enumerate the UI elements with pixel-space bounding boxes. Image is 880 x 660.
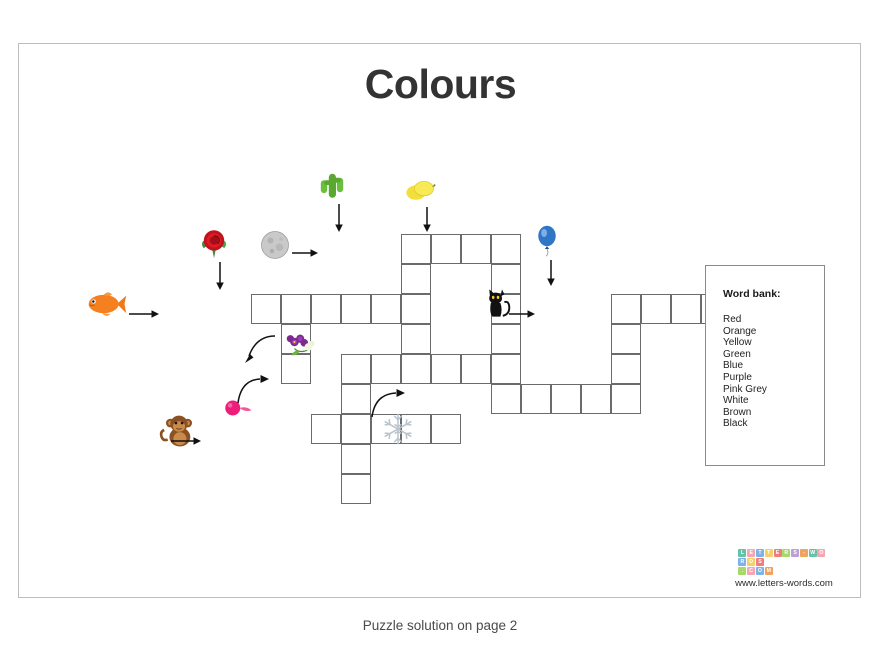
crossword-cell[interactable]	[371, 414, 401, 444]
word-bank-item: Blue	[723, 360, 744, 372]
crossword-cell[interactable]	[281, 354, 311, 384]
word-bank-item: Yellow	[723, 337, 752, 349]
crossword-cell[interactable]	[581, 384, 611, 414]
crossword-cell[interactable]	[401, 264, 431, 294]
goldfish-icon	[87, 284, 127, 324]
clue-arrow-down	[333, 204, 345, 232]
crossword-cell[interactable]	[371, 294, 401, 324]
crossword-cell[interactable]	[341, 444, 371, 474]
crossword-cell[interactable]	[611, 324, 641, 354]
crossword-cell[interactable]	[341, 354, 371, 384]
crossword-cell[interactable]	[431, 414, 461, 444]
logo-tile: S	[791, 549, 800, 558]
clue-arrow-curve-dl	[241, 334, 276, 364]
cat-icon	[482, 287, 514, 319]
crossword-cell[interactable]	[311, 294, 341, 324]
clue-arrow-down	[421, 207, 433, 232]
rose-icon	[197, 226, 231, 260]
footer-note: Puzzle solution on page 2	[362, 618, 518, 633]
crossword-cell[interactable]	[251, 294, 281, 324]
crossword-cell[interactable]	[341, 294, 371, 324]
crossword-cell[interactable]	[491, 234, 521, 264]
moon-icon	[260, 230, 290, 260]
crossword-cell[interactable]	[341, 474, 371, 504]
logo-tile: .	[738, 566, 747, 575]
crossword-cell[interactable]	[611, 384, 641, 414]
clue-arrow-right	[129, 307, 159, 319]
clue-arrow-right	[509, 307, 535, 319]
clue-arrow-down	[214, 262, 226, 290]
word-bank-heading: Word bank:	[723, 288, 781, 300]
logo-tile: R	[738, 558, 747, 567]
logo-tile: D	[747, 558, 756, 567]
word-bank-item: Brown	[723, 406, 752, 418]
clue-arrow-right	[292, 246, 318, 258]
logo-tile: C	[747, 566, 756, 575]
clue-arrow-curve-ur	[371, 388, 405, 418]
crossword-cell[interactable]	[341, 384, 371, 414]
logo-tile: S	[755, 558, 764, 567]
crossword-cell[interactable]	[401, 234, 431, 264]
crossword-cell[interactable]	[521, 384, 551, 414]
crossword-cell[interactable]	[641, 294, 671, 324]
logo-tile: E	[773, 549, 782, 558]
crossword-cell[interactable]	[491, 324, 521, 354]
word-bank-item: Black	[723, 418, 748, 430]
violet-icon	[283, 324, 319, 360]
word-bank-item: Purple	[723, 371, 752, 383]
logo-tile: -	[799, 549, 808, 558]
word-bank-item: Green	[723, 348, 751, 360]
logo-tile: W	[808, 549, 817, 558]
word-bank-item: Orange	[723, 325, 757, 337]
logo-url: www.letters-words.com	[735, 578, 833, 590]
crossword-cell[interactable]	[281, 294, 311, 324]
clue-arrow-right	[171, 434, 201, 446]
crossword-cell[interactable]	[341, 414, 371, 444]
crossword-cell[interactable]	[611, 294, 641, 324]
logo-tile: E	[747, 549, 756, 558]
logo-tile: R	[782, 549, 791, 558]
crossword-cell[interactable]	[401, 414, 431, 444]
balloon-icon	[531, 225, 563, 257]
crossword-cell[interactable]	[461, 354, 491, 384]
crossword-cell[interactable]	[551, 384, 581, 414]
page-title: Colours	[364, 61, 517, 107]
word-bank-item: Red	[723, 314, 742, 325]
word-bank-item: Pink Grey	[723, 383, 767, 395]
crossword-cell[interactable]	[311, 414, 341, 444]
logo-tile: M	[764, 566, 773, 575]
snowflake-icon	[381, 412, 415, 446]
lollipop-icon	[223, 393, 253, 423]
logo-tile: O	[817, 549, 826, 558]
crossword-cell[interactable]	[611, 354, 641, 384]
clue-arrow-curve-ur	[237, 374, 269, 404]
lemon-icon	[404, 175, 436, 207]
crossword-cell[interactable]	[491, 384, 521, 414]
crossword-cell[interactable]	[431, 354, 461, 384]
logo-tile: O	[755, 566, 764, 575]
crossword-cell[interactable]	[491, 354, 521, 384]
crossword-cell[interactable]	[671, 294, 701, 324]
word-bank-item: White	[723, 395, 749, 407]
crossword-cell[interactable]	[371, 354, 401, 384]
crossword-cell[interactable]	[401, 354, 431, 384]
crossword-cell[interactable]	[491, 264, 521, 294]
crossword-grid[interactable]	[19, 44, 862, 599]
logo-tile: L	[738, 549, 747, 558]
crossword-cell[interactable]	[401, 294, 431, 324]
crossword-cell[interactable]	[401, 324, 431, 354]
worksheet-sheet: Colours	[18, 43, 861, 598]
clue-arrow-down	[545, 260, 557, 286]
logo-tile: T	[764, 549, 773, 558]
crossword-cell[interactable]	[431, 234, 461, 264]
crossword-cell[interactable]	[461, 234, 491, 264]
logo-tile: T	[755, 549, 764, 558]
cactus-icon	[316, 169, 348, 201]
